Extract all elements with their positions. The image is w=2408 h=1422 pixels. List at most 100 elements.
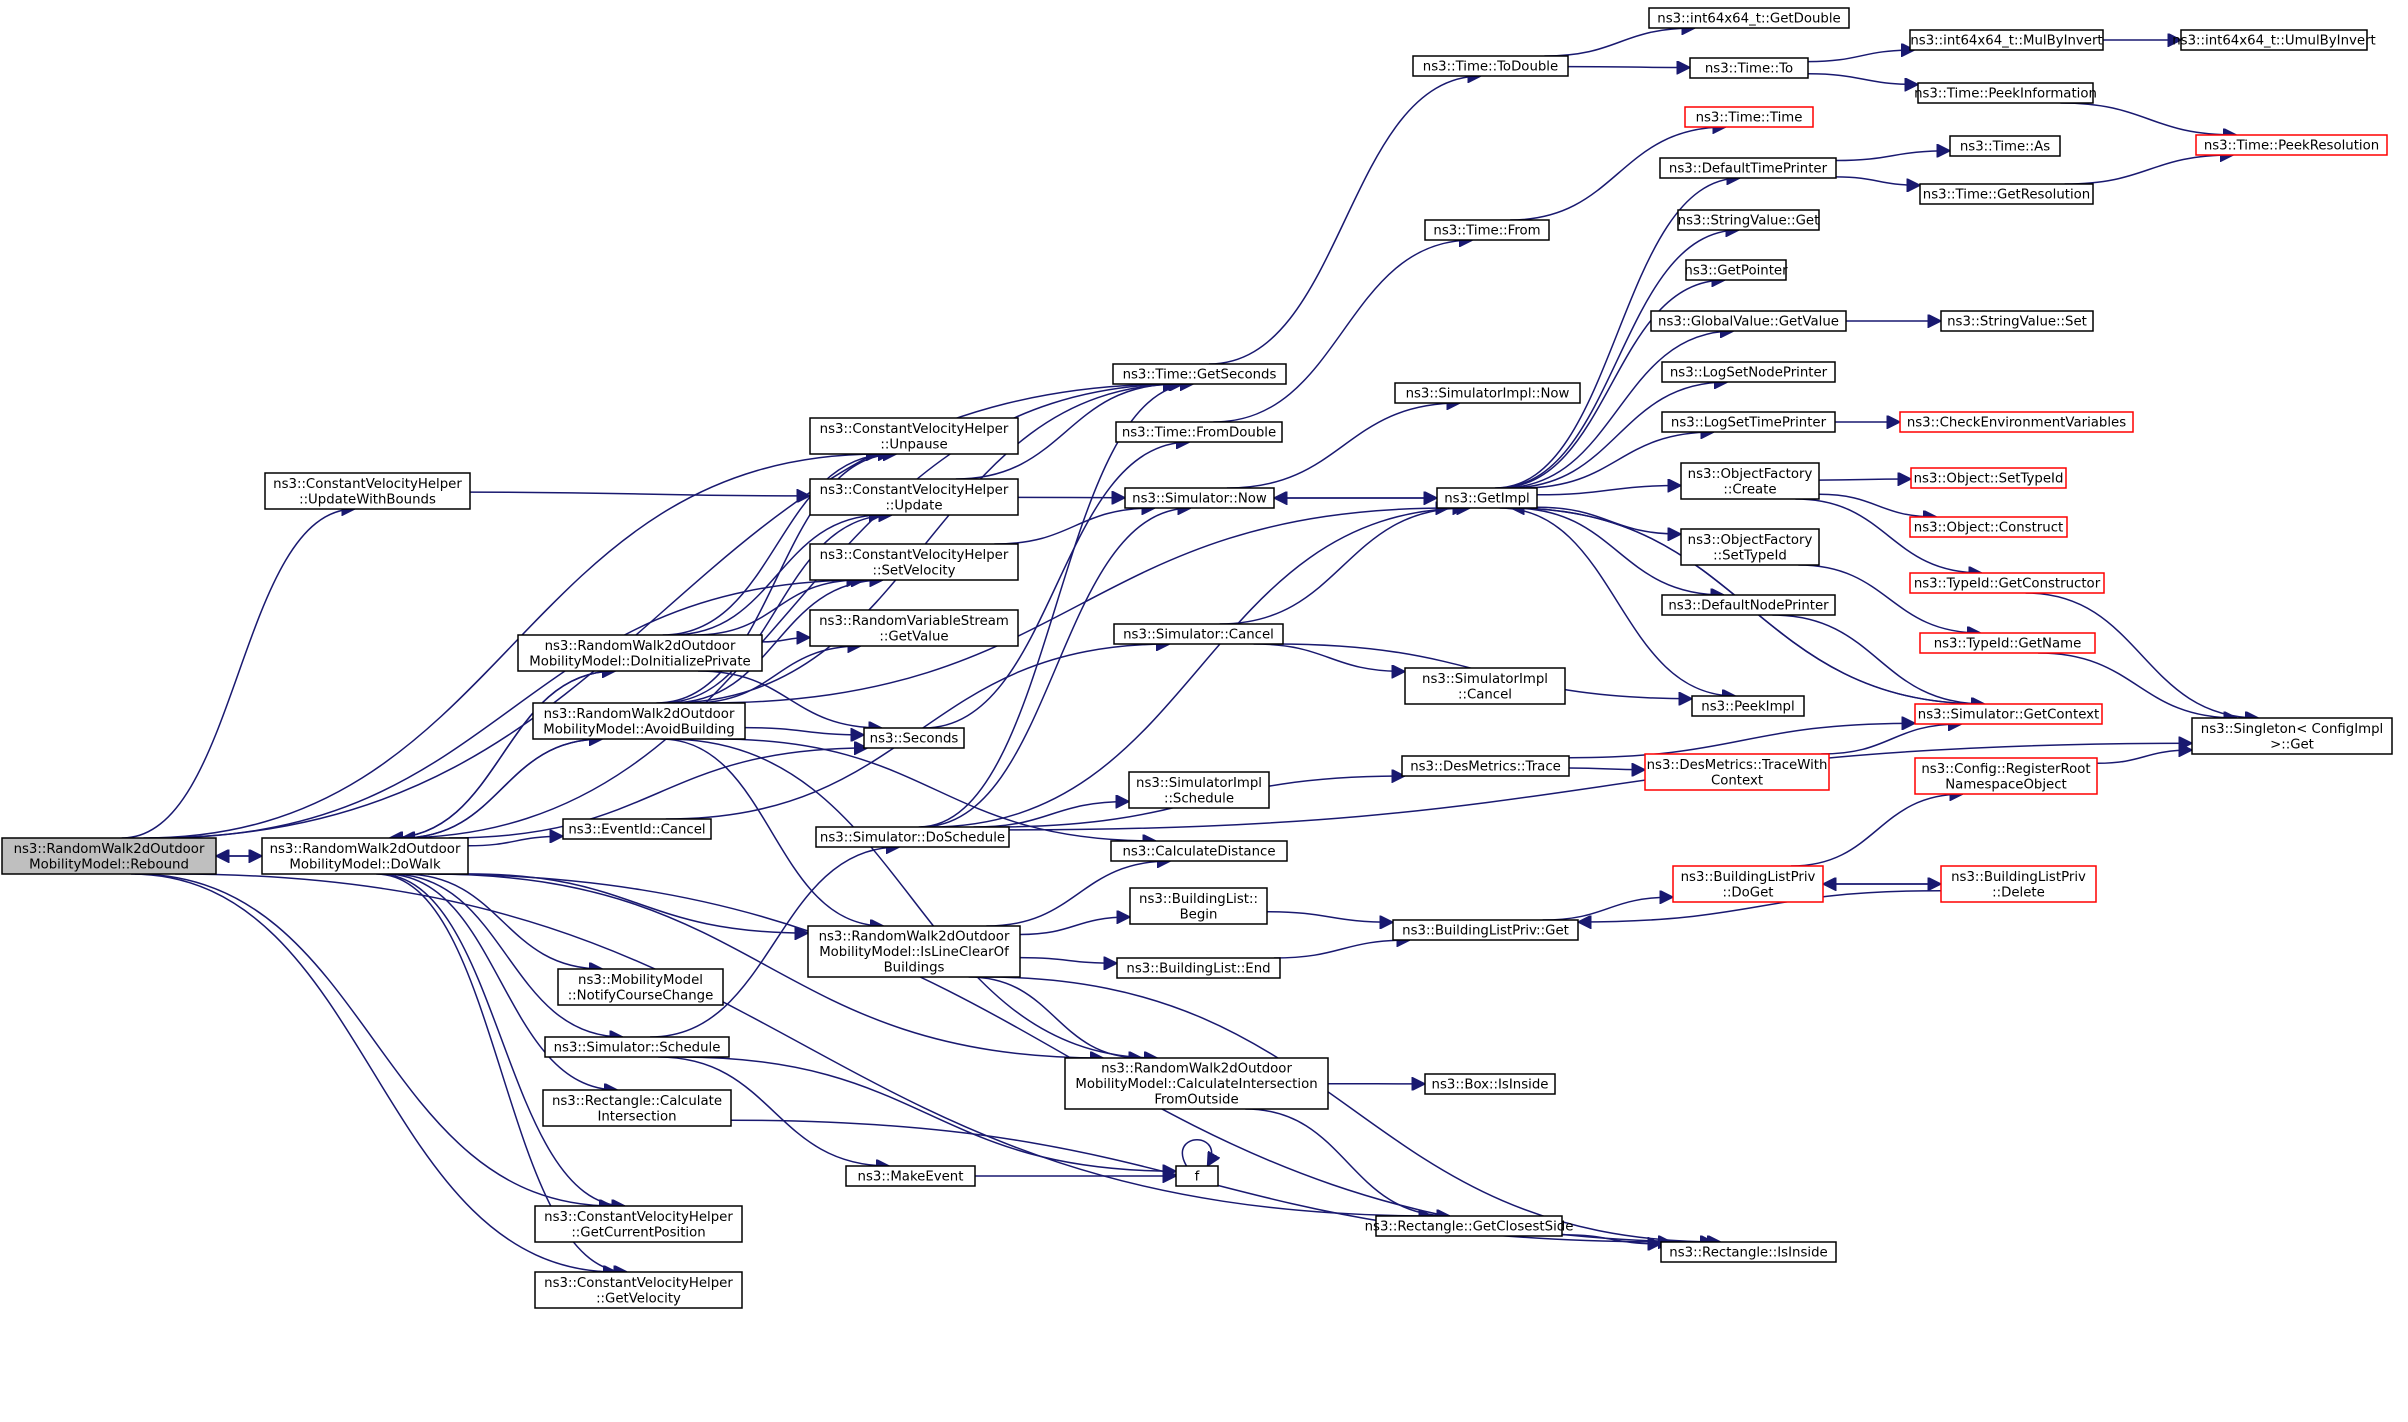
node-objfactory_settypeid[interactable]: ns3::ObjectFactory::SetTypeId [1680, 528, 1820, 566]
node-sim_cancel[interactable]: ns3::Simulator::Cancel [1113, 623, 1284, 645]
node-time_fromdouble[interactable]: ns3::Time::FromDouble [1115, 421, 1283, 443]
node-cvh_setvel[interactable]: ns3::ConstantVelocityHelper::SetVelocity [809, 543, 1019, 581]
node-simimpl_cancel[interactable]: ns3::SimulatorImpl::Cancel [1404, 667, 1566, 705]
node-time_peekinfo[interactable]: ns3::Time::PeekInformation [1914, 82, 2097, 104]
node-objfactory_create[interactable]: ns3::ObjectFactory::Create [1680, 462, 1820, 500]
node-label: ns3::Object::Construct [1914, 521, 2063, 536]
node-cvh_unpause[interactable]: ns3::ConstantVelocityHelper::Unpause [809, 417, 1019, 455]
node-globalvalue_getvalue[interactable]: ns3::GlobalValue::GetValue [1650, 310, 1847, 332]
node-rvs_getvalue[interactable]: ns3::RandomVariableStream::GetValue [809, 609, 1019, 647]
node-time_peekres[interactable]: ns3::Time::PeekResolution [2195, 134, 2388, 156]
node-sim_schedule[interactable]: ns3::Simulator::Schedule [544, 1036, 730, 1058]
node-time_as[interactable]: ns3::Time::As [1949, 135, 2061, 157]
node-time_getres[interactable]: ns3::Time::GetResolution [1919, 183, 2094, 205]
node-label: ns3::Time::To [1705, 62, 1793, 77]
node-time_getseconds[interactable]: ns3::Time::GetSeconds [1112, 363, 1287, 385]
node-label: ns3::Seconds [870, 732, 959, 747]
node-islineclear[interactable]: ns3::RandomWalk2dOutdoorMobilityModel::I… [807, 925, 1021, 978]
node-rect_isinside[interactable]: ns3::Rectangle::IsInside [1660, 1241, 1837, 1263]
edge-rebound-to-rect_getclosest [175, 873, 1432, 1216]
node-sim_getcontext[interactable]: ns3::Simulator::GetContext [1914, 703, 2103, 725]
node-label: ns3::int64x64_t::GetDouble [1657, 12, 1840, 27]
node-peekimpl[interactable]: ns3::PeekImpl [1691, 695, 1805, 717]
node-label: ns3::TypeId::GetName [1934, 637, 2082, 652]
node-calcdistance[interactable]: ns3::CalculateDistance [1110, 840, 1288, 862]
node-label: ::GetValue [879, 629, 948, 644]
node-eventid_cancel[interactable]: ns3::EventId::Cancel [562, 818, 712, 840]
node-cvh_getcurpos[interactable]: ns3::ConstantVelocityHelper::GetCurrentP… [534, 1205, 743, 1243]
node-sim_doschedule[interactable]: ns3::Simulator::DoSchedule [815, 826, 1010, 848]
edge-avoidbuilding-to-seconds [744, 726, 864, 735]
node-box [534, 1271, 743, 1309]
node-box [1909, 516, 2068, 538]
node-time_from[interactable]: ns3::Time::From [1424, 219, 1550, 241]
node-label: ::NotifyCourseChange [568, 988, 714, 1003]
node-cvh_update[interactable]: ns3::ConstantVelocityHelper::Update [809, 478, 1019, 516]
node-label: MobilityModel::DoWalk [289, 857, 441, 872]
node-logsetnodeprinter[interactable]: ns3::LogSetNodePrinter [1661, 361, 1836, 383]
edge-objfactory_settypeid-to-typeid_getname [1798, 564, 1980, 633]
node-blpriv_delete[interactable]: ns3::BuildingListPriv::Delete [1940, 865, 2097, 903]
node-label: ns3::ConstantVelocityHelper [544, 1210, 733, 1225]
node-rect_getclosest[interactable]: ns3::Rectangle::GetClosestSide [1365, 1215, 1574, 1237]
node-cvh_updatewithbounds[interactable]: ns3::ConstantVelocityHelper::UpdateWithB… [264, 472, 471, 510]
node-cvh_getvel[interactable]: ns3::ConstantVelocityHelper::GetVelocity [534, 1271, 743, 1309]
edge-time_todouble-to-time_to [1567, 67, 1690, 68]
node-label: ns3::Simulator::DoSchedule [820, 831, 1005, 846]
node-typeid_getconstructor[interactable]: ns3::TypeId::GetConstructor [1909, 572, 2105, 594]
node-label: Begin [1180, 907, 1218, 922]
node-label: ns3::Simulator::Cancel [1123, 628, 1274, 643]
node-defaulttimeprinter[interactable]: ns3::DefaultTimePrinter [1659, 157, 1837, 179]
node-time_todouble[interactable]: ns3::Time::ToDouble [1412, 55, 1569, 77]
edge-getimpl-to-globalvalue_getvalue [1501, 331, 1734, 489]
node-box [1129, 887, 1268, 925]
node-simimpl_now[interactable]: ns3::SimulatorImpl::Now [1394, 382, 1581, 404]
node-box_isinside[interactable]: ns3::Box::IsInside [1424, 1073, 1556, 1095]
node-object_settypeid[interactable]: ns3::Object::SetTypeId [1910, 467, 2067, 489]
node-defaultnodeprinter[interactable]: ns3::DefaultNodePrinter [1661, 594, 1836, 616]
edge-typeid_getname-to-singleton_get [2038, 652, 2237, 718]
node-doinitialize[interactable]: ns3::RandomWalk2dOutdoorMobilityModel::D… [517, 634, 763, 672]
node-rebound[interactable]: ns3::RandomWalk2dOutdoorMobilityModel::R… [1, 837, 217, 875]
node-label: ::UpdateWithBounds [299, 492, 436, 507]
node-bl_begin[interactable]: ns3::BuildingList::Begin [1129, 887, 1268, 925]
node-int64_mulbyinvert[interactable]: ns3::int64x64_t::MulByInvert [1909, 29, 2104, 51]
node-avoidbuilding[interactable]: ns3::RandomWalk2dOutdoorMobilityModel::A… [532, 702, 746, 740]
node-box [1644, 753, 1830, 791]
node-typeid_getname[interactable]: ns3::TypeId::GetName [1919, 632, 2096, 654]
node-label: ns3::Time::PeekInformation [1914, 87, 2097, 102]
node-dowalk[interactable]: ns3::RandomWalk2dOutdoorMobilityModel::D… [261, 837, 469, 875]
node-rect_calcint[interactable]: ns3::Rectangle::CalculateIntersection [542, 1089, 732, 1127]
node-box [1910, 467, 2067, 489]
node-time_time[interactable]: ns3::Time::Time [1684, 106, 1814, 128]
node-f[interactable]: f [1175, 1165, 1219, 1187]
node-blpriv_get[interactable]: ns3::BuildingListPriv::Get [1392, 919, 1579, 941]
node-stringvalue_set[interactable]: ns3::StringValue::Set [1940, 310, 2094, 332]
node-makeevent[interactable]: ns3::MakeEvent [845, 1165, 976, 1187]
node-logsettimeprinter[interactable]: ns3::LogSetTimePrinter [1661, 411, 1836, 433]
node-label: ns3::GlobalValue::GetValue [1658, 315, 1839, 330]
node-sim_now[interactable]: ns3::Simulator::Now [1124, 487, 1275, 509]
node-box [1394, 382, 1581, 404]
edge-blpriv_get-to-blpriv_doget [1542, 897, 1673, 921]
node-simimpl_schedule[interactable]: ns3::SimulatorImpl::Schedule [1128, 771, 1270, 809]
node-calcintfromoutside[interactable]: ns3::RandomWalk2dOutdoorMobilityModel::C… [1064, 1057, 1329, 1110]
node-singleton_get[interactable]: ns3::Singleton< ConfigImpl >::Get [2191, 717, 2393, 755]
node-desmetrics_trace[interactable]: ns3::DesMetrics::Trace [1401, 755, 1570, 777]
node-getpointer[interactable]: ns3::GetPointer [1684, 259, 1788, 281]
node-object_construct[interactable]: ns3::Object::Construct [1909, 516, 2068, 538]
node-seconds[interactable]: ns3::Seconds [863, 727, 965, 749]
node-mm_notify[interactable]: ns3::MobilityModel::NotifyCourseChange [557, 968, 724, 1006]
node-stringvalue_get[interactable]: ns3::StringValue::Get [1677, 209, 1820, 231]
node-bl_end[interactable]: ns3::BuildingList::End [1116, 957, 1281, 979]
node-blpriv_doget[interactable]: ns3::BuildingListPriv::DoGet [1672, 865, 1824, 903]
node-label: ns3::ConstantVelocityHelper [544, 1276, 733, 1291]
node-checkenv[interactable]: ns3::CheckEnvironmentVariables [1899, 411, 2134, 433]
node-label: ns3::CheckEnvironmentVariables [1907, 416, 2126, 431]
node-time_to[interactable]: ns3::Time::To [1689, 57, 1809, 79]
node-int64_umulbyinvert[interactable]: ns3::int64x64_t::UmulByInvert [2172, 29, 2376, 51]
node-getimpl[interactable]: ns3::GetImpl [1436, 487, 1538, 509]
node-int64_getdouble[interactable]: ns3::int64x64_t::GetDouble [1648, 7, 1850, 29]
